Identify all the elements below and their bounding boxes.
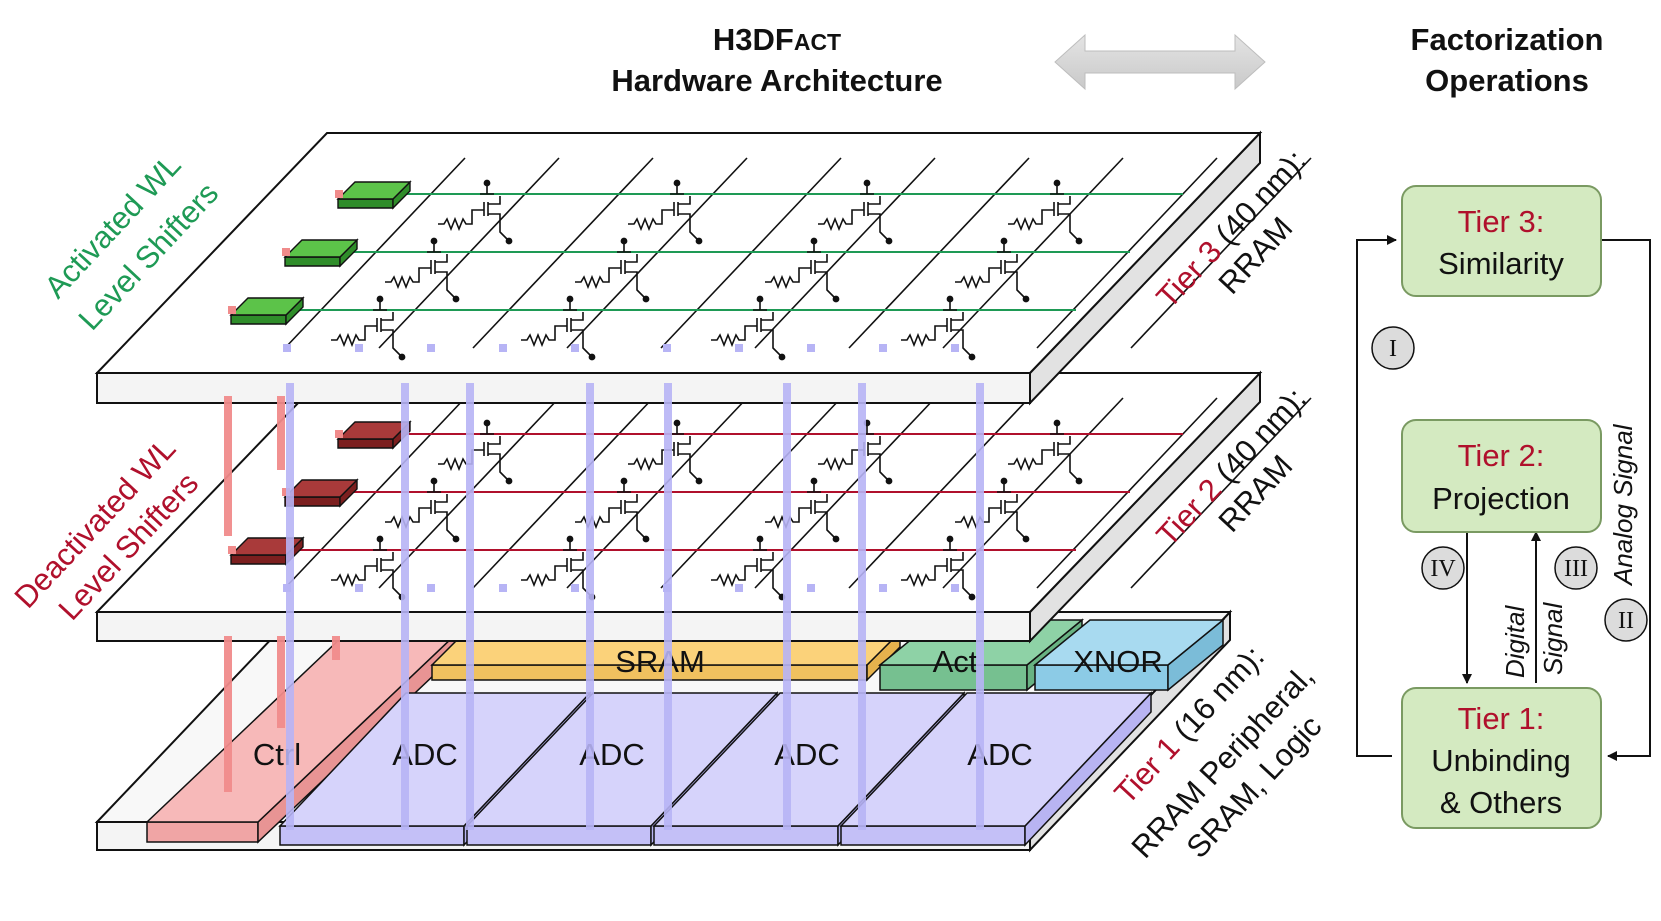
xnor-block: XNOR [1032,618,1226,692]
svg-text:& Others: & Others [1440,785,1562,820]
rram-cell [901,535,976,601]
bl-contact [355,344,363,352]
step-ii-badge: II [1604,598,1648,642]
tsv-bl [976,383,984,830]
tsv-connections [224,383,984,830]
level-shifter [335,180,412,210]
digital-signal-label-2: Signal [1538,602,1568,675]
svg-text:IV: IV [1430,556,1456,582]
step-i-badge: I [1371,326,1415,370]
svg-text:II: II [1618,608,1634,634]
rram-cell [521,535,596,601]
ops-tier3-box: Tier 3: Similarity [1401,185,1602,297]
tsv-bl [401,383,409,830]
level-shifter [282,238,359,268]
svg-text:Hardware Architecture: Hardware Architecture [611,63,942,98]
bl-contact [735,344,743,352]
rram-cell [818,179,893,245]
tier2-plate [94,370,1263,644]
svg-text:Operations: Operations [1425,63,1589,98]
bl-contact [663,344,671,352]
loop-line-right [1601,239,1651,761]
rram-cell [711,295,786,361]
bl-contact [427,344,435,352]
rram-cell [438,179,513,245]
rram-cell [628,419,703,485]
tsv-wl [277,636,285,728]
bl-contact [283,344,291,352]
rram-cell [628,179,703,245]
analog-signal-label: Analog Signal [1608,423,1638,587]
rram-cell [1008,179,1083,245]
svg-text:I: I [1389,336,1397,362]
tsv-bl [286,383,294,830]
svg-text:Factorization: Factorization [1411,22,1604,57]
bitline [1130,397,1312,589]
svg-text:III: III [1564,556,1588,582]
act-label: Act [933,644,978,679]
digital-signal-label-1: Digital [1500,605,1530,678]
sram-label: SRAM [615,644,705,679]
rram-cell [521,295,596,361]
bl-contact [951,584,959,592]
svg-text:H3DFACT: H3DFACT [713,22,841,57]
tier3-rram-array [228,157,1312,361]
rram-cell [575,477,650,543]
xnor-label: XNOR [1073,644,1163,679]
bl-contact [571,344,579,352]
tsv-bl [466,383,474,830]
rram-cell [765,237,840,303]
ops-flow: Tier 3: Similarity Tier 2: Projection Ti… [1356,185,1651,829]
tsv-wl [224,396,232,536]
tsv-bl [858,383,866,830]
svg-text:Tier 1:: Tier 1: [1458,701,1545,736]
rram-cell [385,237,460,303]
rram-cell [901,295,976,361]
tier3-plate [94,130,1263,406]
rram-cell [575,237,650,303]
rram-cell [331,295,406,361]
bl-contact [571,584,579,592]
svg-text:Tier 2:: Tier 2: [1458,438,1545,473]
ops-tier1-box: Tier 1: Unbinding & Others [1401,687,1602,829]
tsv-wl [277,396,285,470]
loop-line-left [1356,235,1397,757]
bl-contact [807,344,815,352]
tsv-bl [783,383,791,830]
double-arrow-icon [1054,33,1266,91]
tsv-wl [332,636,340,660]
bl-contact [735,584,743,592]
svg-text:Similarity: Similarity [1438,246,1564,281]
tsv-bl [664,383,672,830]
step-iv-badge: IV [1421,546,1465,590]
bl-contact [879,344,887,352]
tsv-wl [224,636,232,792]
step-iii-badge: III [1554,546,1598,590]
bl-contact [951,344,959,352]
bl-contact [879,584,887,592]
rram-cell [955,237,1030,303]
rram-cell [1008,419,1083,485]
rram-cell [331,535,406,601]
rram-cell [765,477,840,543]
rram-cell [711,535,786,601]
svg-text:Unbinding: Unbinding [1431,743,1571,778]
tsv-bl [586,383,594,830]
ops-tier2-box: Tier 2: Projection [1401,419,1602,533]
bl-contact [499,584,507,592]
architecture-title: H3DFACT Hardware Architecture [611,22,942,98]
bl-contact [499,344,507,352]
bitline [1130,157,1312,349]
svg-text:Projection: Projection [1432,481,1570,516]
level-shifter [228,296,305,326]
bl-contact [355,584,363,592]
operations-title: Factorization Operations [1411,22,1604,98]
level-shifter [335,420,412,450]
svg-text:Tier 3:: Tier 3: [1458,204,1545,239]
bl-contact [427,584,435,592]
bl-contact [807,584,815,592]
